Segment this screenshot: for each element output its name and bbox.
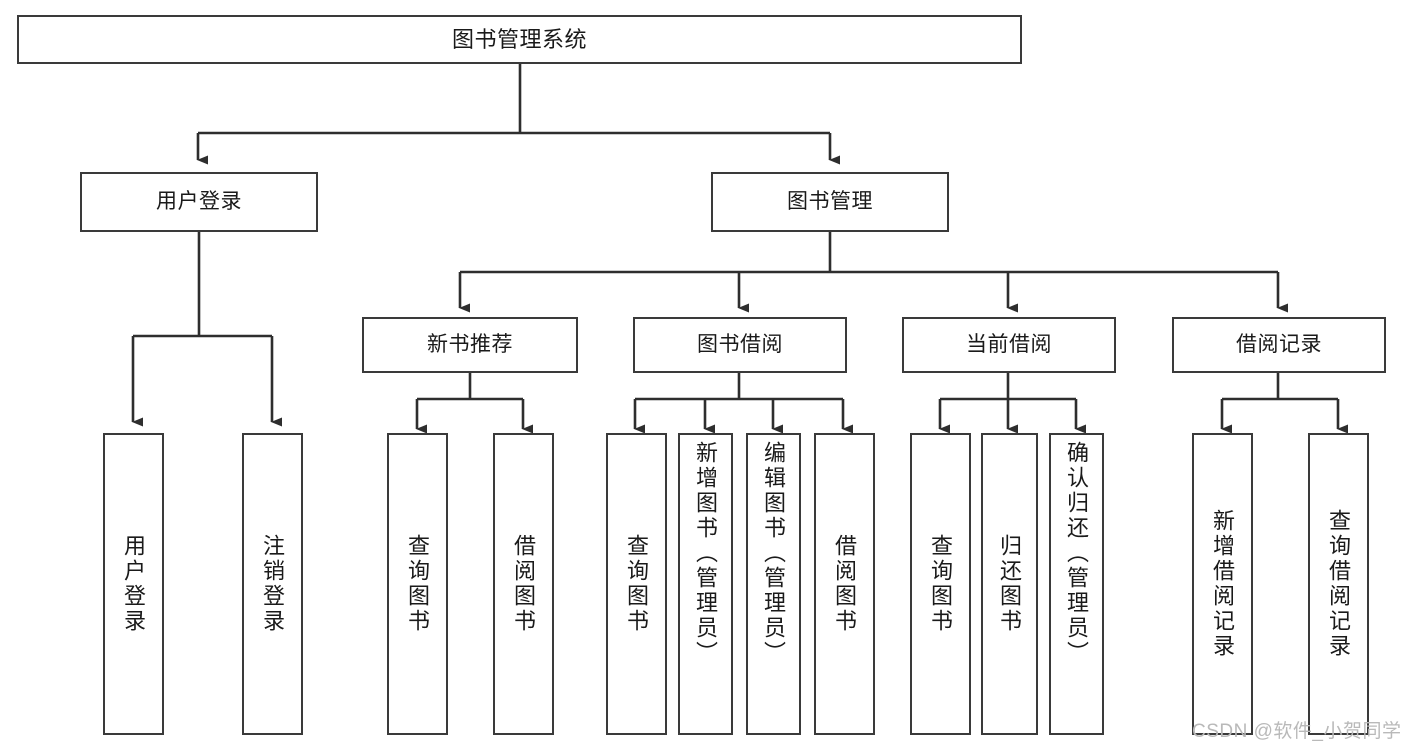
node-label: 用户登录: [121, 534, 147, 634]
node-user-login[interactable]: 用户登录: [80, 172, 318, 232]
leaf-borrow-edit-book-admin[interactable]: 编辑图书（管理员）: [746, 433, 801, 735]
node-new-book-recommend[interactable]: 新书推荐: [362, 317, 578, 373]
node-label: 新增借阅记录: [1210, 509, 1236, 659]
node-book-borrow[interactable]: 图书借阅: [633, 317, 847, 373]
leaf-borrow-query-book[interactable]: 查询图书: [606, 433, 667, 735]
node-label: 注销登录: [260, 534, 286, 634]
node-label: 借阅记录: [1236, 332, 1322, 356]
node-label: 用户登录: [156, 189, 242, 213]
node-label: 图书管理: [787, 189, 873, 213]
leaf-current-return-book[interactable]: 归还图书: [981, 433, 1038, 735]
leaf-user-login-signin[interactable]: 用户登录: [103, 433, 164, 735]
book-management-connectors: [458, 232, 1288, 313]
root-connectors: [196, 64, 840, 165]
user-login-connectors: [131, 232, 282, 427]
node-label: 新增图书（管理员）: [693, 441, 719, 666]
leaf-current-query-book[interactable]: 查询图书: [910, 433, 971, 735]
leaf-current-confirm-return-admin[interactable]: 确认归还（管理员）: [1049, 433, 1104, 735]
node-label: 查询借阅记录: [1326, 509, 1352, 659]
node-label: 当前借阅: [966, 332, 1052, 356]
leaf-record-query-record[interactable]: 查询借阅记录: [1308, 433, 1369, 735]
node-label: 编辑图书（管理员）: [761, 441, 787, 666]
borrow-record-connectors: [1220, 373, 1348, 434]
node-label: 确认归还（管理员）: [1064, 441, 1090, 666]
new-book-recommend-connectors: [415, 373, 533, 434]
current-borrow-connectors: [938, 373, 1086, 434]
node-label: 查询图书: [405, 534, 431, 634]
book-borrow-connectors: [633, 373, 853, 434]
node-label: 图书借阅: [697, 332, 783, 356]
node-label: 查询图书: [624, 534, 650, 634]
node-label: 归还图书: [997, 534, 1023, 634]
leaf-new-book-borrow[interactable]: 借阅图书: [493, 433, 554, 735]
node-label: 图书管理系统: [451, 26, 587, 52]
node-label: 借阅图书: [832, 534, 858, 634]
node-borrow-record[interactable]: 借阅记录: [1172, 317, 1386, 373]
leaf-borrow-add-book-admin[interactable]: 新增图书（管理员）: [678, 433, 733, 735]
leaf-record-add-record[interactable]: 新增借阅记录: [1192, 433, 1253, 735]
csdn-watermark: CSDN @软件_小贺同学: [1192, 721, 1402, 742]
node-label: 查询图书: [928, 534, 954, 634]
leaf-borrow-borrow-book[interactable]: 借阅图书: [814, 433, 875, 735]
node-label: 新书推荐: [427, 332, 513, 356]
node-label: 借阅图书: [511, 534, 537, 634]
node-book-management[interactable]: 图书管理: [711, 172, 949, 232]
leaf-new-book-query[interactable]: 查询图书: [387, 433, 448, 735]
node-root-system[interactable]: 图书管理系统: [17, 15, 1022, 64]
node-current-borrow[interactable]: 当前借阅: [902, 317, 1116, 373]
leaf-user-login-signout[interactable]: 注销登录: [242, 433, 303, 735]
